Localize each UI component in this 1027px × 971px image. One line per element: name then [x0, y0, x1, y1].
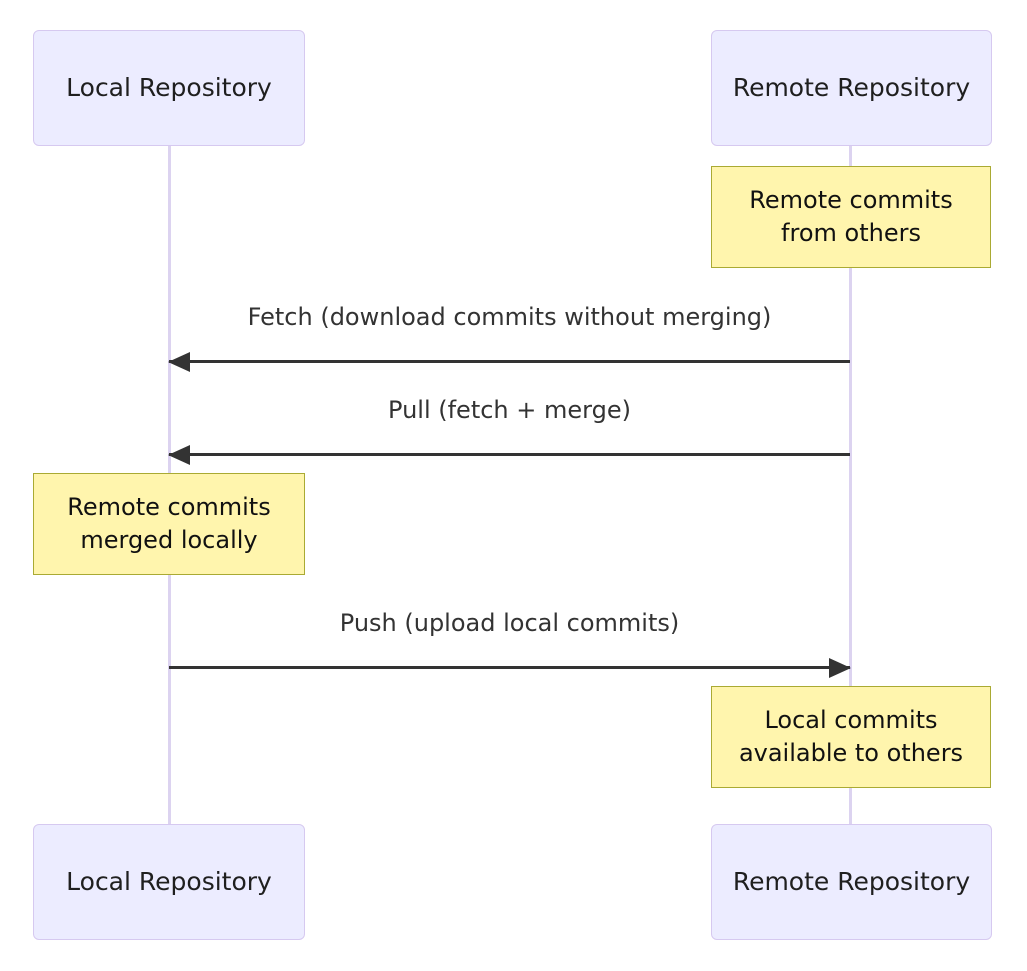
note-remote-commits-from-others: Remote commits from others: [711, 166, 991, 268]
message-fetch-line: [169, 360, 850, 363]
note-remote-commits-merged-locally-label: Remote commits merged locally: [67, 493, 271, 554]
message-fetch-label: Fetch (download commits without merging): [247, 303, 772, 331]
note-local-commits-available-to-others: Local commits available to others: [711, 686, 991, 788]
participant-remote-top-label: Remote Repository: [732, 73, 971, 103]
arrowhead-right-icon: [829, 657, 851, 678]
participant-local-top[interactable]: Local Repository: [33, 30, 305, 146]
message-push-line: [169, 666, 850, 669]
note-remote-commits-from-others-label: Remote commits from others: [749, 186, 953, 247]
note-local-commits-available-to-others-label: Local commits available to others: [738, 706, 964, 767]
participant-remote-top[interactable]: Remote Repository: [711, 30, 992, 146]
participant-remote-bottom[interactable]: Remote Repository: [711, 824, 992, 940]
arrowhead-left-icon: [168, 444, 190, 465]
message-pull-label: Pull (fetch + merge): [388, 396, 631, 424]
participant-remote-bottom-label: Remote Repository: [732, 867, 971, 897]
lifeline-remote: [849, 146, 852, 824]
participant-local-top-label: Local Repository: [66, 73, 272, 103]
participant-local-bottom-label: Local Repository: [66, 867, 272, 897]
note-remote-commits-merged-locally: Remote commits merged locally: [33, 473, 305, 575]
arrowhead-left-icon: [168, 351, 190, 372]
participant-local-bottom[interactable]: Local Repository: [33, 824, 305, 940]
message-push-label: Push (upload local commits): [339, 609, 680, 637]
message-pull-line: [169, 453, 850, 456]
